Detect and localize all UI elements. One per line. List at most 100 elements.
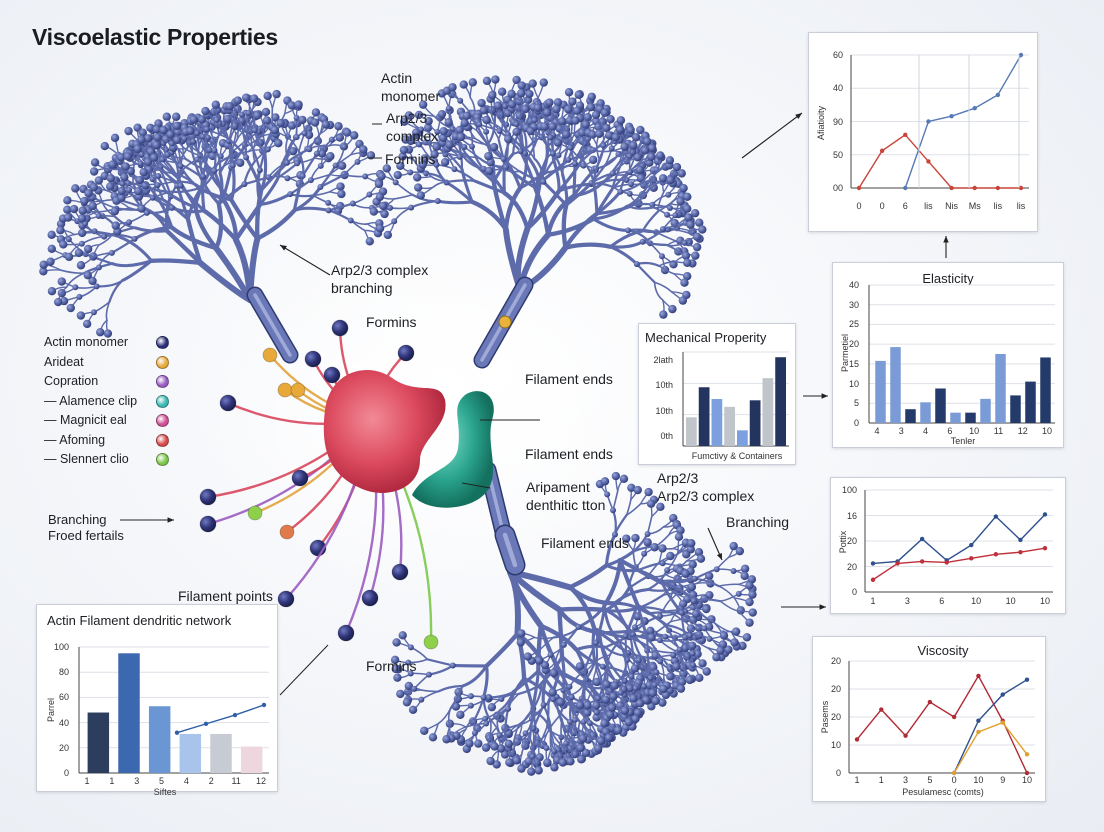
filament-tip bbox=[106, 174, 116, 183]
filament-tip bbox=[47, 286, 57, 296]
filament-node bbox=[632, 685, 639, 692]
x-tick-label: 6 bbox=[947, 426, 953, 436]
filament-tip bbox=[149, 153, 159, 162]
filament-tip bbox=[493, 101, 503, 110]
legend-item: — Afoming bbox=[44, 433, 169, 447]
filament-node bbox=[555, 152, 562, 159]
filament-tip bbox=[659, 310, 668, 319]
data-point bbox=[1024, 770, 1030, 776]
filament-node bbox=[656, 637, 663, 644]
filament-tip bbox=[39, 260, 48, 269]
filament-node bbox=[301, 130, 308, 137]
filament-tip bbox=[702, 667, 711, 676]
filament-node bbox=[391, 218, 398, 225]
filament-node bbox=[608, 145, 615, 152]
data-point bbox=[1018, 52, 1024, 58]
filament-tip bbox=[390, 655, 400, 665]
filament-tip bbox=[90, 158, 100, 167]
filament-node bbox=[664, 567, 671, 574]
filament-tip bbox=[111, 221, 120, 230]
filament-node bbox=[531, 117, 538, 124]
filament-tip bbox=[89, 167, 99, 176]
filament-node bbox=[126, 186, 133, 193]
data-point bbox=[203, 721, 209, 727]
filament-tip bbox=[374, 179, 384, 189]
filament-node bbox=[670, 652, 677, 659]
x-tick-label: 12 bbox=[255, 776, 267, 786]
legend-item-label: Actin monomer bbox=[44, 335, 129, 349]
filament-tip bbox=[359, 145, 368, 154]
filament-tip bbox=[644, 487, 653, 497]
filament-node bbox=[306, 146, 313, 153]
actin-monomer-bulb bbox=[331, 319, 349, 337]
data-point bbox=[951, 714, 957, 720]
filament-node bbox=[293, 114, 300, 121]
filament-tip bbox=[89, 183, 99, 192]
y-tick-label: 25 bbox=[848, 319, 859, 330]
legend-color-swatch bbox=[156, 453, 169, 466]
filament-tip bbox=[690, 208, 700, 218]
filament-node bbox=[617, 689, 624, 696]
filament-tip bbox=[526, 126, 535, 136]
filament-tip bbox=[740, 571, 749, 581]
x-tick-label: lis bbox=[924, 201, 933, 211]
bar bbox=[118, 653, 140, 773]
filament-tip bbox=[692, 242, 702, 252]
legend-item-label: — Magnicit eal bbox=[44, 413, 127, 427]
filament-node bbox=[604, 491, 611, 498]
bar bbox=[1040, 357, 1051, 423]
label-filament-ends-3: Filament ends bbox=[541, 535, 629, 551]
data-point bbox=[972, 106, 977, 111]
filament-tip bbox=[629, 141, 638, 150]
filament-tip bbox=[676, 526, 685, 535]
filament-tip bbox=[490, 742, 499, 751]
label-branching-right: Branching bbox=[726, 514, 790, 530]
x-tick-label: 3 bbox=[904, 596, 910, 606]
data-point bbox=[1042, 512, 1048, 517]
x-axis-label: Tenler bbox=[950, 436, 976, 446]
filament-node bbox=[461, 143, 468, 150]
filament-node bbox=[664, 211, 671, 218]
data-point bbox=[926, 159, 931, 164]
data-point bbox=[261, 702, 267, 708]
filament-tip bbox=[414, 183, 423, 192]
y-tick-label: 20 bbox=[830, 712, 841, 722]
filament-tip bbox=[380, 209, 389, 219]
filament-tip bbox=[137, 135, 146, 144]
filament-tip bbox=[658, 174, 668, 183]
chart-title: Viscosity bbox=[917, 643, 969, 658]
x-tick-label: 10 bbox=[971, 596, 982, 606]
bar bbox=[179, 733, 202, 773]
data-point bbox=[972, 185, 977, 191]
x-tick-label: 10 bbox=[973, 775, 984, 785]
filament-node bbox=[332, 162, 339, 169]
filament-node bbox=[392, 179, 399, 186]
filament-tip bbox=[677, 169, 686, 178]
series-line bbox=[904, 54, 1022, 189]
y-tick-label: 15 bbox=[848, 358, 859, 369]
data-point bbox=[870, 577, 876, 582]
filament-node bbox=[647, 674, 654, 681]
arrow-up-to-chart bbox=[943, 236, 949, 258]
filament-node bbox=[551, 748, 558, 755]
y-tick-label: 100 bbox=[53, 642, 69, 652]
filament-node bbox=[294, 160, 301, 167]
filament-node bbox=[502, 103, 509, 110]
data-point bbox=[993, 552, 999, 557]
legend-item-label: Copration bbox=[44, 374, 99, 388]
filament-tip bbox=[600, 477, 610, 486]
chart-plot-area bbox=[78, 646, 269, 774]
filament-tip bbox=[647, 143, 657, 153]
filament-node bbox=[496, 732, 503, 739]
filament-tip bbox=[276, 118, 285, 128]
bar bbox=[686, 417, 697, 446]
filament-tip bbox=[76, 261, 86, 270]
legend-item: Actin monomer bbox=[44, 335, 169, 349]
y-axis-label: Parmetiel bbox=[840, 333, 850, 373]
filament-tip bbox=[611, 133, 621, 142]
y-tick-label: 30 bbox=[848, 299, 859, 310]
tube-top-left bbox=[246, 286, 299, 364]
filament-tip bbox=[242, 93, 251, 102]
data-point bbox=[993, 514, 999, 519]
